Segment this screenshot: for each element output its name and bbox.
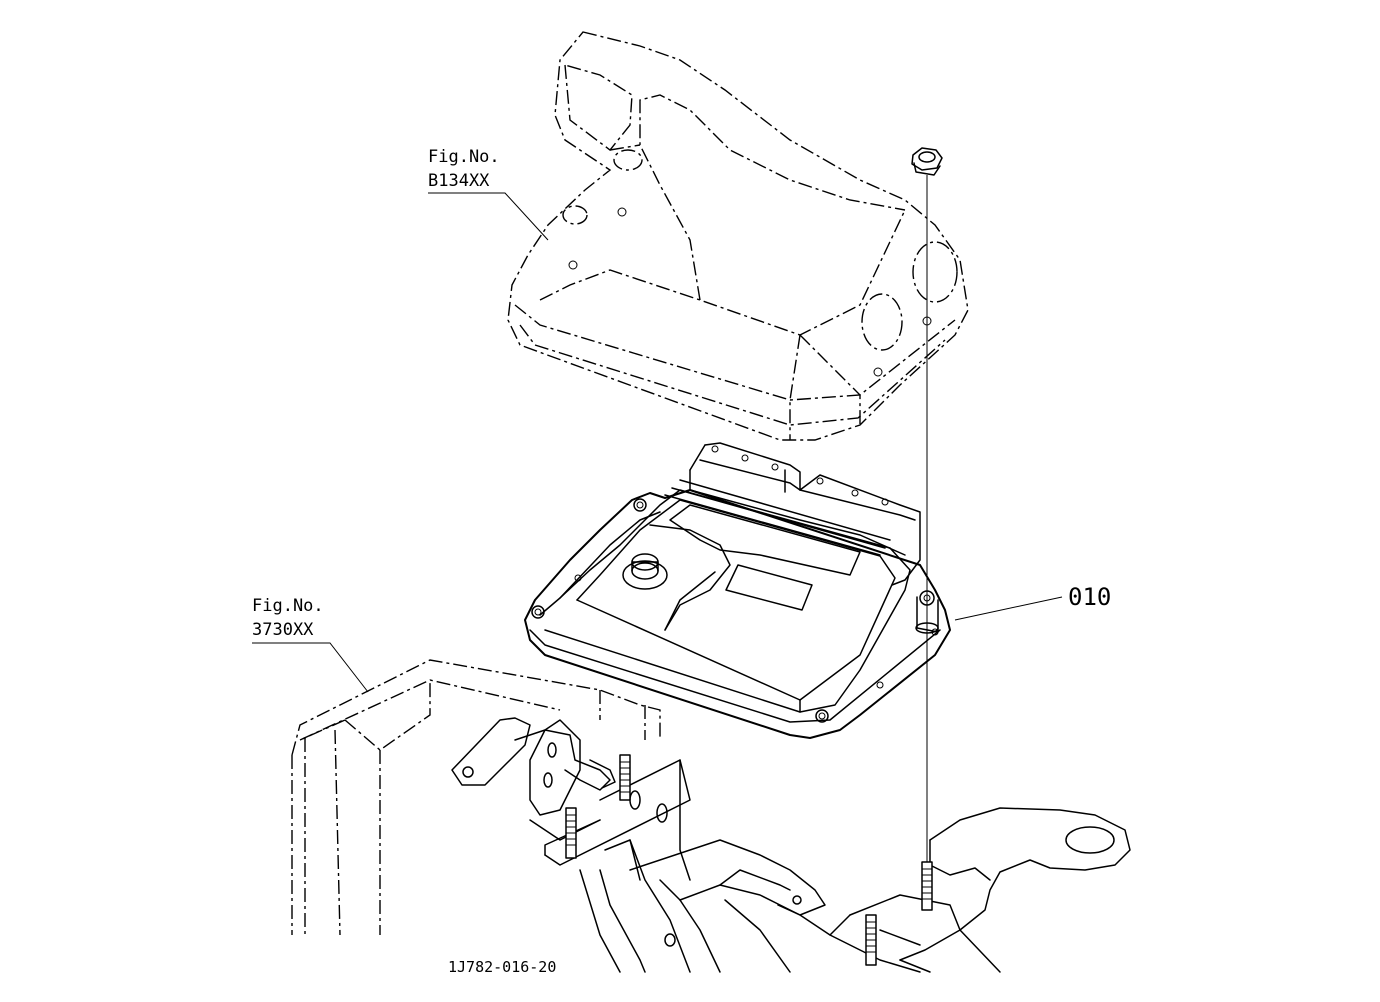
stud-bolt-1 — [619, 754, 631, 801]
ecu-module — [524, 442, 951, 739]
cover-callout-fig-number: B134XX — [428, 171, 490, 191]
stud-bolt-4 — [865, 914, 877, 966]
stud-bolt-2 — [565, 807, 577, 859]
stud-bolt-3 — [921, 861, 933, 911]
drawing-code: 1J782-016-20 — [448, 958, 556, 976]
mounting-nut — [911, 147, 943, 176]
stud-bolts — [565, 754, 933, 966]
bracket-callout-fig-label: Fig.No. — [252, 596, 324, 616]
bracket-callout-fig-number: 3730XX — [252, 620, 314, 640]
mounting-bracket-frame — [291, 659, 1131, 973]
ecu-cover-phantom — [507, 31, 969, 441]
callout-leaders — [252, 192, 1063, 693]
cover-callout-fig-label: Fig.No. — [428, 147, 500, 167]
part-number-label: 010 — [1068, 583, 1111, 611]
